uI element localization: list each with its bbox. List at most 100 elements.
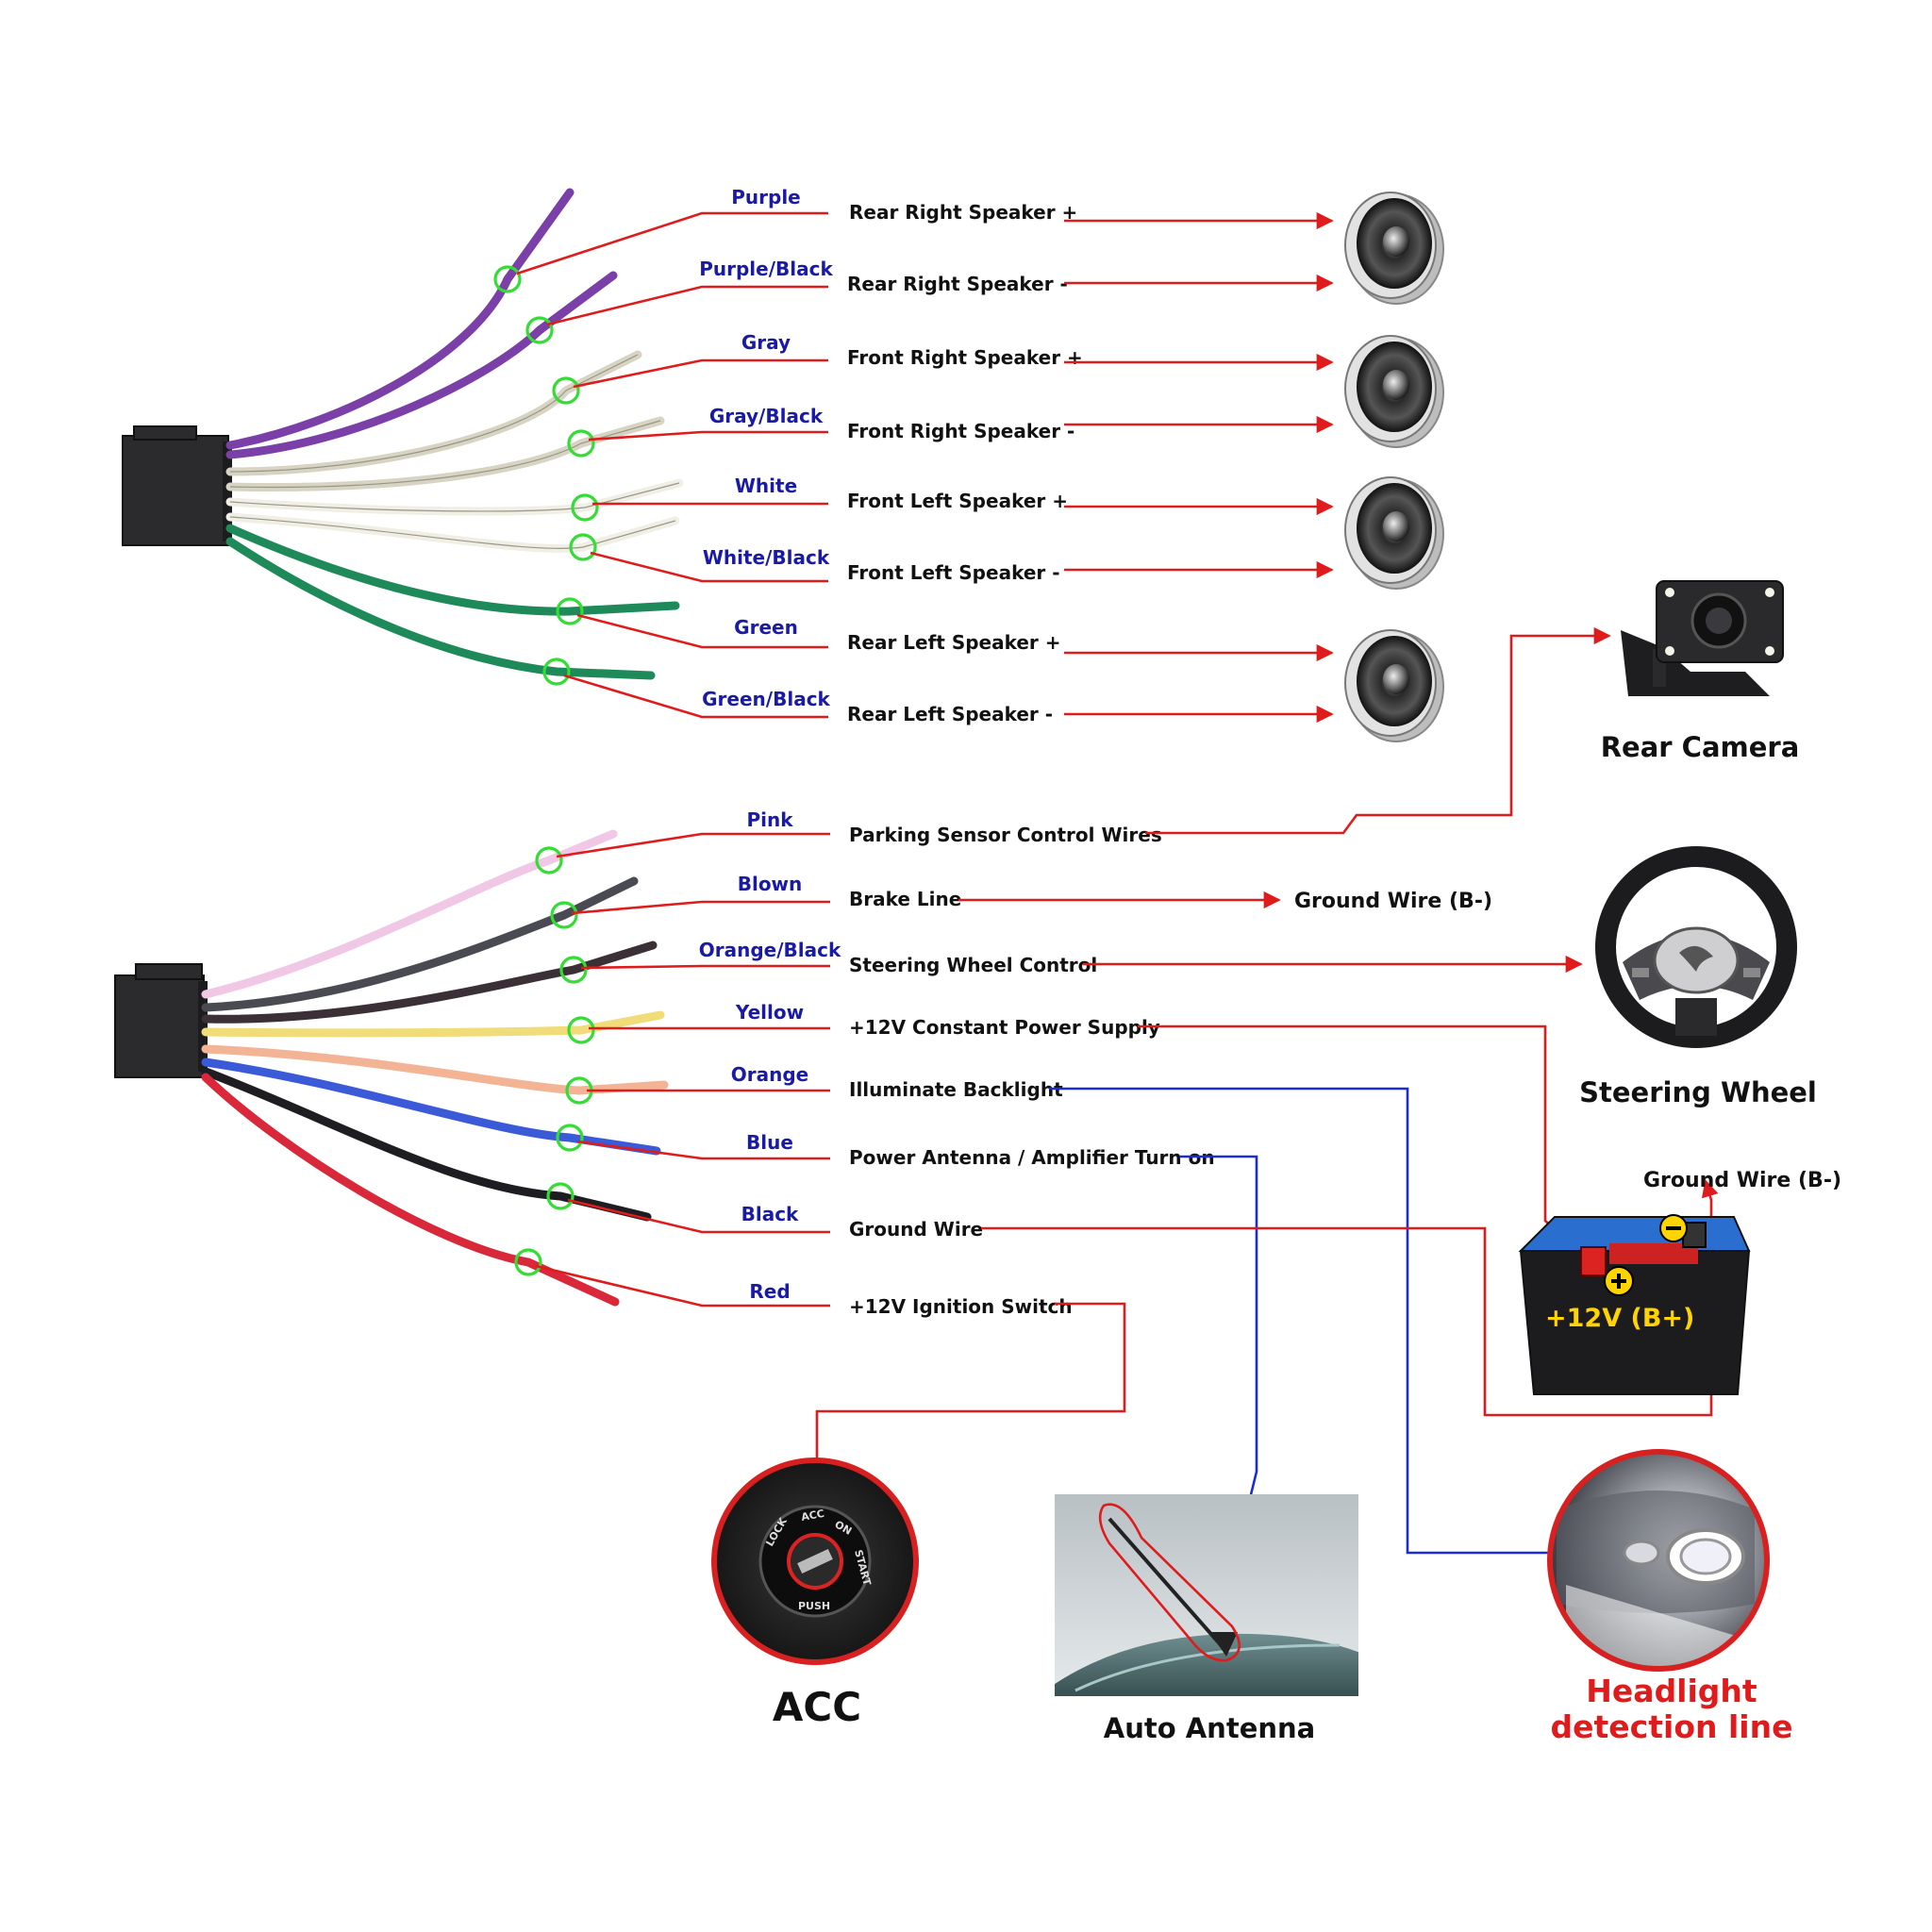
top-wire-color-label: Green bbox=[734, 616, 798, 639]
bottom-wire-function-label: Parking Sensor Control Wires bbox=[849, 824, 1162, 846]
bottom-wire bbox=[201, 1058, 661, 1156]
battery-ground-label: Ground Wire (B-) bbox=[1643, 1169, 1841, 1192]
speaker-icon bbox=[1344, 476, 1444, 590]
bottom-wire-function-label: Power Antenna / Amplifier Turn on bbox=[849, 1146, 1215, 1169]
top-harness-wires bbox=[225, 188, 684, 686]
bottom-wire bbox=[201, 829, 618, 999]
top-wire-edge bbox=[229, 420, 661, 489]
top-wire bbox=[225, 524, 680, 616]
rear-camera-icon bbox=[1621, 580, 1784, 696]
top-wire bbox=[225, 512, 680, 553]
top-wire-function-label: Rear Left Speaker - bbox=[847, 703, 1053, 725]
battery-icon bbox=[1518, 1214, 1751, 1395]
bottom-wire-function-label: Brake Line bbox=[849, 888, 961, 910]
top-leader-line bbox=[546, 285, 828, 326]
route-constant-to-battery bbox=[1138, 1024, 1575, 1249]
bottom-leader-line bbox=[567, 1198, 830, 1234]
bottom-wire-color-label: Red bbox=[749, 1280, 790, 1303]
bottom-leader-line bbox=[576, 1140, 830, 1160]
bottom-wire bbox=[201, 1067, 652, 1222]
bottom-wire-function-label: +12V Ignition Switch bbox=[849, 1295, 1073, 1318]
acc-label: ACC bbox=[773, 1684, 861, 1730]
bottom-connector bbox=[114, 963, 208, 1078]
top-wire-edge bbox=[229, 354, 639, 473]
wire-marker-ring bbox=[567, 429, 595, 458]
top-leader-line bbox=[588, 430, 828, 441]
bottom-leader-line bbox=[556, 832, 830, 858]
headlight-photo bbox=[1547, 1449, 1770, 1672]
top-wire bbox=[225, 271, 618, 459]
wire-marker-ring bbox=[552, 376, 580, 405]
top-leader-line bbox=[563, 674, 828, 719]
wire-marker-ring bbox=[571, 493, 599, 522]
top-wire-function-label: Rear Right Speaker - bbox=[847, 273, 1068, 295]
top-leader-line bbox=[516, 211, 828, 275]
top-wire-function-label: Front Right Speaker - bbox=[847, 420, 1074, 442]
wire-marker-ring bbox=[556, 597, 584, 625]
auto-antenna-photo bbox=[1055, 1494, 1358, 1696]
speaker-group bbox=[1344, 192, 1444, 742]
wire-marker-ring bbox=[525, 316, 554, 344]
bottom-leader-line bbox=[571, 900, 830, 915]
top-wire-function-label: Rear Left Speaker + bbox=[847, 631, 1061, 654]
bottom-wire-function-label: Ground Wire bbox=[849, 1218, 983, 1241]
bottom-wire bbox=[201, 1044, 669, 1095]
top-connector bbox=[122, 425, 232, 546]
bottom-wire bbox=[201, 941, 658, 1024]
bottom-harness-wires bbox=[201, 829, 669, 1307]
battery-positive-label: +12V (B+) bbox=[1545, 1304, 1694, 1333]
wire-marker-ring bbox=[550, 901, 578, 929]
bottom-wire bbox=[201, 1010, 665, 1038]
auto-antenna-label: Auto Antenna bbox=[1104, 1712, 1315, 1744]
top-wire-color-label: Gray bbox=[741, 331, 791, 354]
bottom-wire-color-label: Pink bbox=[746, 808, 793, 831]
route-ignition-to-acc bbox=[808, 1302, 1126, 1485]
top-wire bbox=[225, 537, 656, 680]
top-leader-line bbox=[573, 358, 828, 389]
top-wire-edge bbox=[229, 482, 680, 512]
bottom-wire-color-label: Blue bbox=[746, 1131, 793, 1154]
speaker-icon bbox=[1344, 335, 1444, 448]
routing-lines bbox=[808, 626, 1719, 1596]
top-wire-color-label: Green/Black bbox=[702, 688, 830, 710]
wire-marker-ring bbox=[556, 1124, 584, 1152]
headlight-label-line1: Headlight bbox=[1586, 1673, 1757, 1709]
brake-target-label: Ground Wire (B-) bbox=[1294, 890, 1492, 913]
bottom-wire-function-label: Steering Wheel Control bbox=[849, 954, 1097, 976]
bottom-leader-line bbox=[535, 1264, 830, 1307]
speaker-icon bbox=[1344, 629, 1444, 742]
bottom-leader-line bbox=[580, 964, 830, 970]
top-wire bbox=[225, 188, 575, 450]
wire-marker-ring bbox=[567, 1016, 595, 1044]
wire-marker-ring bbox=[569, 533, 597, 561]
top-wire-function-label: Front Left Speaker + bbox=[847, 490, 1068, 512]
acc-ignition-icon: LOCK ACC ON START PUSH bbox=[711, 1457, 919, 1665]
bottom-wire bbox=[201, 876, 639, 1012]
wire-marker-ring bbox=[535, 846, 563, 874]
top-wire-color-label: Gray/Black bbox=[709, 405, 824, 427]
headlight-label-line2: detection line bbox=[1551, 1708, 1793, 1745]
route-parking-to-camera bbox=[1145, 626, 1611, 835]
top-wire-function-label: Rear Right Speaker + bbox=[849, 201, 1077, 224]
wire-marker-ring bbox=[542, 658, 571, 686]
route-ground-to-battery bbox=[981, 1179, 1719, 1417]
key-push-label: PUSH bbox=[798, 1600, 830, 1612]
top-wire-color-label: White bbox=[735, 475, 797, 497]
speaker-icon bbox=[1344, 192, 1444, 305]
bottom-wire bbox=[201, 1073, 620, 1307]
bottom-wire-color-label: Black bbox=[741, 1203, 799, 1225]
bottom-wire-function-label: +12V Constant Power Supply bbox=[849, 1016, 1160, 1039]
wire-marker-ring bbox=[559, 956, 588, 984]
wire-marker-ring bbox=[514, 1248, 542, 1276]
speaker-arrows bbox=[1064, 211, 1334, 724]
top-wire-function-label: Front Left Speaker - bbox=[847, 561, 1060, 584]
wire-marker-ring bbox=[546, 1182, 575, 1210]
top-wire-edge bbox=[229, 516, 676, 549]
bottom-wire-color-label: Yellow bbox=[735, 1001, 804, 1024]
route-backlight-to-headlight bbox=[1049, 1087, 1594, 1555]
key-acc-label: ACC bbox=[800, 1507, 825, 1524]
bottom-wire-function-label: Illuminate Backlight bbox=[849, 1078, 1063, 1101]
wire-marker-ring bbox=[493, 265, 522, 293]
